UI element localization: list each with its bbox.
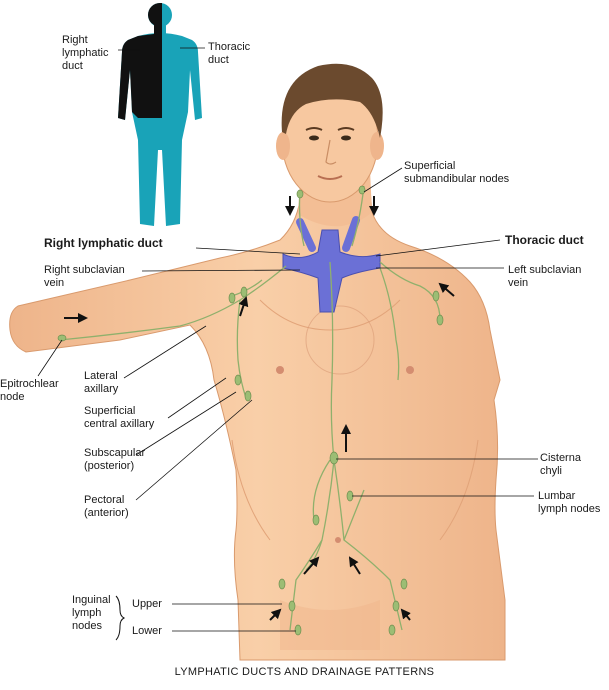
epitrochlear-line2: node: [0, 391, 25, 403]
lymph-nodes: [57, 185, 444, 636]
central-axillary-line1: Superficial: [84, 405, 136, 417]
inguinal-lower-label: Lower: [132, 625, 162, 637]
cisterna-chyli-label: Cisterna chyli: [540, 452, 581, 478]
inguinal-lymph-nodes-label: Inguinal lymph nodes: [72, 594, 111, 633]
inguinal-line3: nodes: [72, 620, 102, 632]
inguinal-upper-label: Upper: [132, 598, 162, 610]
submandibular-line1: Superficial: [404, 160, 456, 172]
right-subclavian-line2: vein: [44, 277, 65, 289]
cisterna-chyli-node: [329, 451, 339, 465]
inset-figure: [118, 3, 205, 226]
inset-left-label-line1: Thoracic: [208, 41, 251, 53]
inset-right-lymphatic-region: [118, 3, 162, 120]
subscapular-label: Subscapular (posterior): [84, 447, 145, 473]
inguinal-line1: Inguinal: [72, 594, 111, 606]
subscapular-line1: Subscapular: [84, 447, 146, 459]
right-lymphatic-duct-label: Right lymphatic duct: [44, 236, 163, 250]
lumbar-lymph-nodes-label: Lumbar lymph nodes: [538, 490, 600, 516]
figure-caption: LYMPHATIC DUCTS AND DRAINAGE PATTERNS: [174, 666, 435, 678]
submandibular-line2: submandibular nodes: [404, 173, 510, 185]
flow-arrows: [64, 196, 455, 621]
inset-right-label-line3: duct: [62, 60, 83, 72]
subscapular-line2: (posterior): [84, 460, 135, 472]
right-subclavian-line1: Right subclavian: [44, 264, 125, 276]
lymph-vessels: [59, 185, 441, 631]
inset-right-label-line2: lymphatic: [62, 47, 109, 59]
inguinal-brace: [115, 595, 126, 641]
inset-thoracic-label: Thoracic duct: [208, 41, 250, 67]
epitrochlear-node-label: Epitrochlear node: [0, 378, 59, 404]
cisterna-line2: chyli: [540, 465, 563, 477]
superficial-central-axillary-label: Superficial central axillary: [84, 405, 154, 431]
inset-right-lymphatic-label: Right lymphatic duct: [62, 34, 108, 73]
lateral-axillary-label: Lateral axillary: [84, 370, 118, 396]
left-subclavian-vein-label: Left subclavian vein: [508, 264, 581, 290]
pectoral-label: Pectoral (anterior): [84, 494, 129, 520]
thoracic-duct-label: Thoracic duct: [505, 233, 584, 247]
lateral-axillary-line1: Lateral: [84, 370, 118, 382]
cisterna-line1: Cisterna: [540, 452, 581, 464]
left-subclavian-line2: vein: [508, 277, 529, 289]
lateral-axillary-line2: axillary: [84, 383, 119, 395]
left-subclavian-line1: Left subclavian: [508, 264, 582, 276]
main-body: [9, 63, 506, 661]
inguinal-line2: lymph: [72, 607, 102, 619]
leader-lines: [37, 167, 538, 632]
lumbar-line2: lymph nodes: [538, 503, 601, 515]
pectoral-line2: (anterior): [84, 507, 129, 519]
superficial-submandibular-label: Superficial submandibular nodes: [404, 160, 509, 186]
inset-left-label-line2: duct: [208, 54, 229, 66]
lumbar-line1: Lumbar: [538, 490, 576, 502]
central-axillary-line2: central axillary: [84, 418, 155, 430]
pectoral-line1: Pectoral: [84, 494, 125, 506]
epitrochlear-line1: Epitrochlear: [0, 378, 59, 390]
right-subclavian-vein-label: Right subclavian vein: [44, 264, 125, 290]
inset-right-label-line1: Right: [62, 34, 88, 46]
